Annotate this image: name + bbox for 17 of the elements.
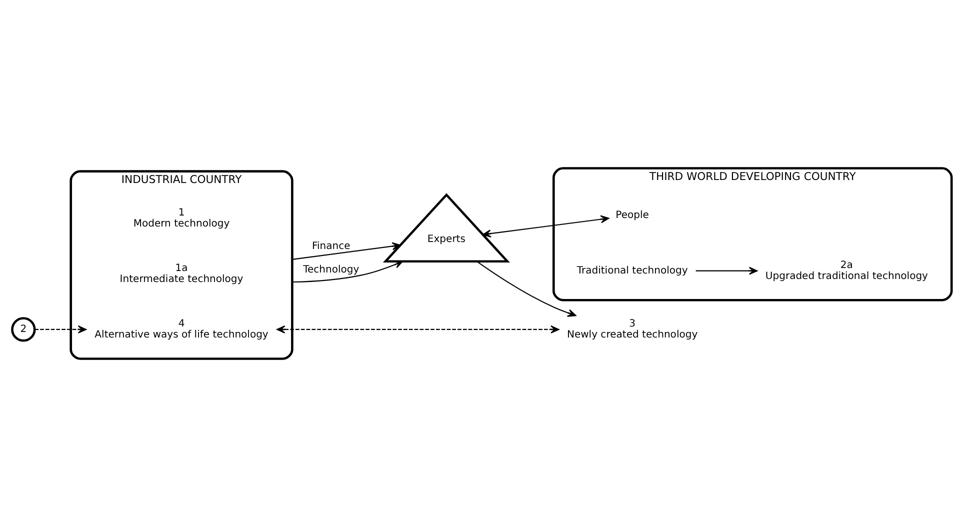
arrow (292, 242, 401, 260)
arrow (34, 324, 87, 333)
arrow (292, 260, 404, 282)
arrow (696, 266, 758, 274)
node-text: 3 Newly created technology (566, 318, 698, 340)
arrow (476, 260, 576, 316)
arrow (276, 324, 560, 333)
arrow (482, 214, 610, 238)
node-circle: 2 (11, 316, 36, 342)
node-text: 1 Modern technology (133, 207, 230, 229)
node-text: People (616, 209, 649, 220)
node-text: Traditional technology (576, 264, 688, 276)
node-text: 4 Alternative ways of life technology (94, 318, 268, 340)
node-text: 1a Intermediate technology (120, 262, 244, 284)
node-text: 2a Upgraded traditional technology (765, 260, 928, 282)
edge-label: Technology (303, 264, 360, 276)
edge-label: Finance (312, 240, 350, 252)
